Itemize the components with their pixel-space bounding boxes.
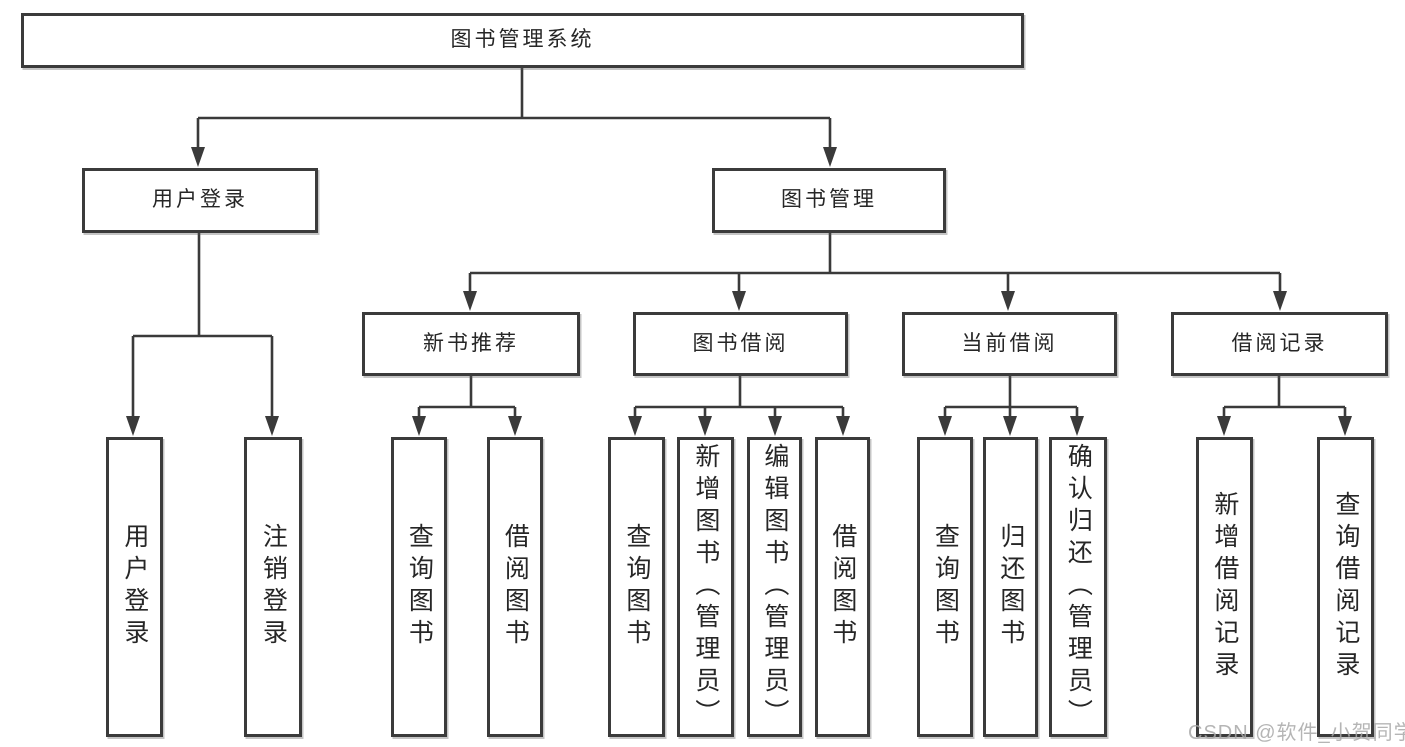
arrow-icon (768, 416, 782, 436)
connector-book-management (468, 233, 1282, 297)
leaf-nbr-borrow-books: 借阅图书 (487, 437, 543, 737)
node-book-management: 图书管理 (712, 168, 946, 233)
node-new-book-recommend: 新书推荐 (362, 312, 580, 376)
node-current-borrowing: 当前借阅 (902, 312, 1117, 376)
node-user-login: 用户登录 (82, 168, 318, 233)
arrow-icon (265, 416, 279, 436)
arrowheads (126, 147, 1352, 436)
leaf-cb-confirm-return-admin: 确认归还（管理员） (1049, 437, 1107, 737)
arrow-icon (1338, 416, 1352, 436)
arrow-icon (1003, 416, 1017, 436)
arrow-icon (628, 416, 642, 436)
leaf-cb-query-books: 查询图书 (917, 437, 973, 737)
leaf-br-query-record: 查询借阅记录 (1317, 437, 1374, 737)
arrow-icon (412, 416, 426, 436)
leaf-logout: 注销登录 (244, 437, 302, 737)
leaf-bb-borrow-books: 借阅图书 (815, 437, 870, 737)
arrow-icon (508, 416, 522, 436)
leaf-br-add-record: 新增借阅记录 (1196, 437, 1253, 737)
arrow-icon (732, 291, 746, 311)
connector-user-login (131, 233, 274, 421)
arrow-icon (191, 147, 205, 167)
arrow-icon (836, 416, 850, 436)
node-borrowing-records: 借阅记录 (1171, 312, 1388, 376)
connector-root (196, 68, 832, 152)
arrow-icon (1273, 291, 1287, 311)
connector-current-borrowing (943, 376, 1079, 421)
leaf-bb-add-books-admin: 新增图书（管理员） (677, 437, 734, 737)
arrow-icon (698, 416, 712, 436)
arrow-icon (1070, 416, 1084, 436)
arrow-icon (1217, 416, 1231, 436)
node-book-borrowing: 图书借阅 (633, 312, 848, 376)
connector-new-book-recommend (417, 376, 517, 421)
arrow-icon (126, 416, 140, 436)
leaf-nbr-query-books: 查询图书 (391, 437, 447, 737)
leaf-bb-edit-books-admin: 编辑图书（管理员） (747, 437, 802, 737)
node-root: 图书管理系统 (21, 13, 1024, 68)
arrow-icon (1001, 291, 1015, 311)
connector-book-borrowing (633, 376, 845, 421)
leaf-bb-query-books: 查询图书 (608, 437, 665, 737)
arrow-icon (463, 291, 477, 311)
connector-borrowing-records (1222, 376, 1347, 421)
leaf-cb-return-books: 归还图书 (983, 437, 1038, 737)
arrow-icon (823, 147, 837, 167)
leaf-user-login: 用户登录 (106, 437, 163, 737)
arrow-icon (938, 416, 952, 436)
watermark: CSDN @软件_小贺同学 (1188, 722, 1405, 744)
